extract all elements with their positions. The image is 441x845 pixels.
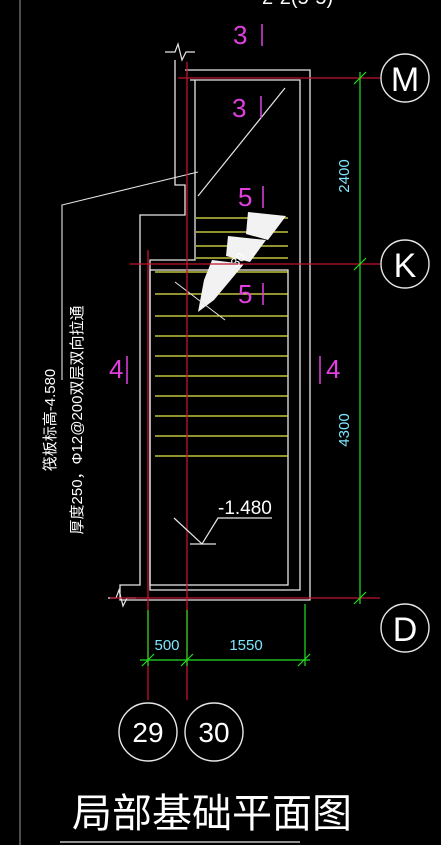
level-mark-text: -1.480	[218, 498, 272, 519]
elevation-symbol	[173, 517, 272, 545]
red-grid-lines	[110, 62, 380, 700]
section-mark-top-inner: 3	[232, 93, 246, 123]
outer-wall-outline	[119, 60, 311, 601]
drawing-title: 局部基础平面图	[72, 791, 352, 837]
dim-horizontal-left: 500	[154, 637, 179, 654]
dim-vertical-lower: 4300	[336, 413, 353, 446]
inner-wall-outline	[149, 79, 301, 591]
lower-flight-treads	[155, 271, 288, 457]
section-mark-top-outer: 3	[233, 20, 247, 50]
slab-spec-note: 厚度250，Φ12@200双层双向拉通	[69, 306, 86, 535]
axis-label-m: M	[391, 61, 419, 99]
axis-bubble-29	[118, 702, 178, 762]
axis-label-30: 30	[198, 717, 229, 748]
section-mark-left: 4	[109, 354, 123, 384]
patch-hatch-line	[174, 281, 226, 321]
dim-horizontal-right: 1550	[229, 637, 262, 654]
section-patch-2	[226, 236, 266, 262]
section-patch-3	[198, 260, 244, 312]
green-dimension-lines	[140, 71, 367, 667]
axis-bubble-d	[380, 603, 430, 653]
section-patch-1	[246, 212, 286, 240]
dim-vertical-upper: 2400	[336, 159, 353, 192]
axis-label-k: K	[394, 247, 417, 285]
axis-label-29: 29	[132, 717, 163, 748]
stair-diagonal-line	[197, 87, 286, 197]
section-mark-right: 4	[326, 354, 340, 384]
annotation-leader	[61, 171, 199, 380]
section-mark-upper: 5	[238, 182, 252, 212]
axis-bubble-k	[380, 239, 430, 289]
axis-label-d: D	[393, 611, 418, 649]
axis-bubble-m	[380, 53, 430, 103]
slab-elevation-note: 筏板标高-4.580	[41, 369, 59, 472]
break-symbol-top	[165, 41, 195, 62]
axis-bubble-30	[184, 702, 244, 762]
section-mark-lower: 5	[238, 279, 252, 309]
top-label-fragment: 2-2(5-5)	[262, 0, 333, 9]
